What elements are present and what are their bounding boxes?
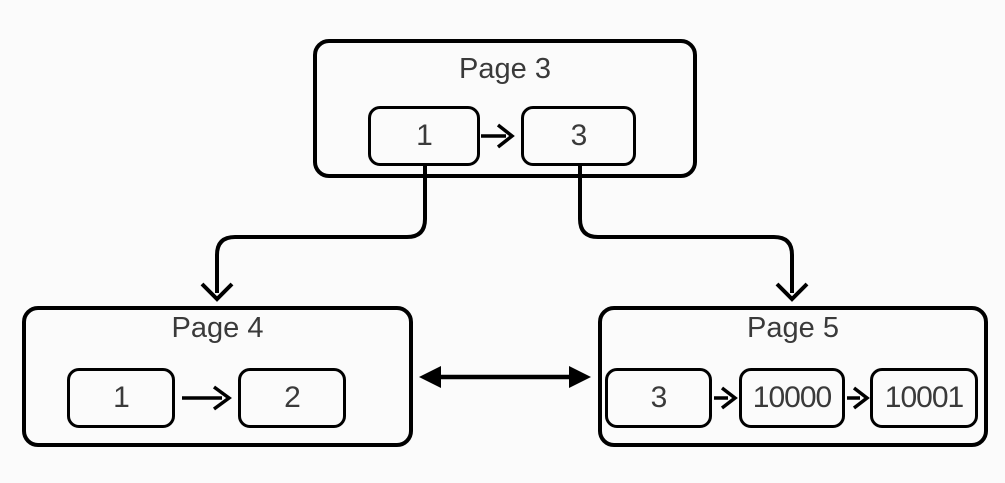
page3-title: Page 3 — [459, 53, 551, 85]
page4-title: Page 4 — [171, 312, 264, 344]
page5-node-3: 3 — [605, 368, 712, 428]
page3-to-page4-arrowhead-icon — [200, 282, 234, 302]
page3-node-3: 3 — [521, 106, 636, 166]
page3-to-page5-connector — [578, 166, 809, 302]
page3-to-page4-connector-line — [215, 166, 427, 293]
page3-to-page5-connector-line — [578, 166, 794, 293]
page5-title: Page 5 — [747, 312, 839, 344]
page5-node-10000: 10000 — [739, 368, 845, 428]
page4-node-2: 2 — [238, 368, 346, 428]
double-arrow-right-head-icon — [569, 366, 591, 388]
page5-node-10001: 10001 — [870, 368, 978, 428]
double-arrow-left-head-icon — [419, 366, 441, 388]
page3-node-1: 1 — [368, 106, 480, 166]
page4-page5-double-arrow — [419, 366, 591, 388]
page3-to-page5-arrowhead-icon — [775, 282, 809, 302]
page3-to-page4-connector — [200, 166, 427, 302]
page4-node-1: 1 — [67, 368, 175, 428]
